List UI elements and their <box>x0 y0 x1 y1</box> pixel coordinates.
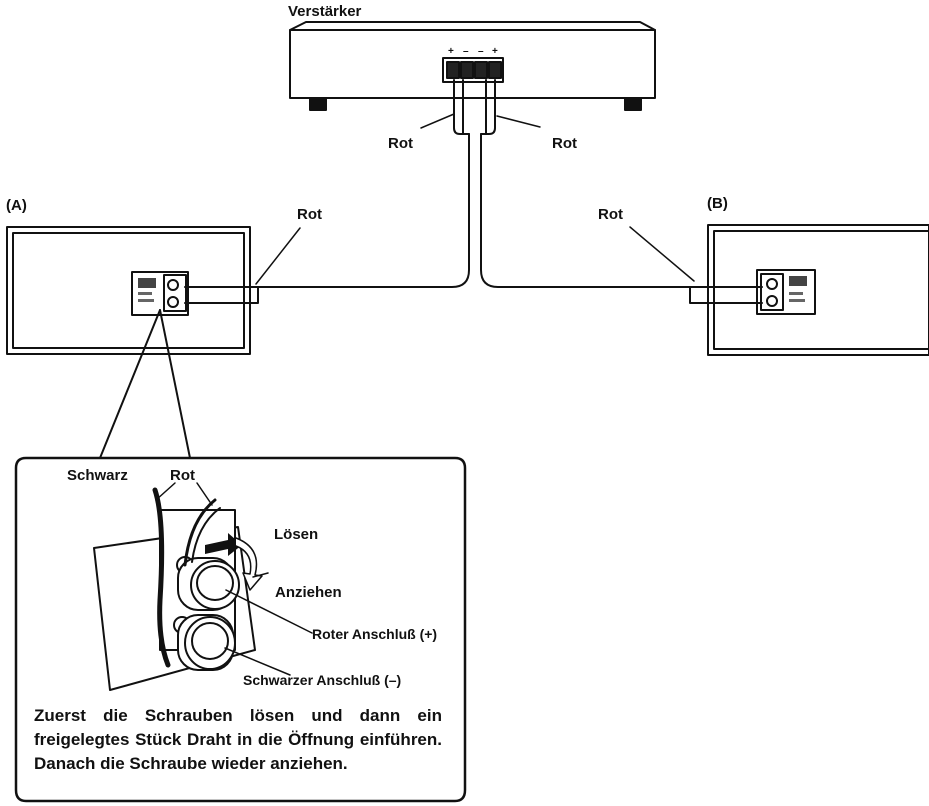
speaker-a-wires <box>184 286 259 304</box>
zoom-callout-lines <box>99 309 191 459</box>
red-wire-label-speaker-b: Rot <box>598 206 623 223</box>
amplifier-wires <box>247 79 716 288</box>
terminal-sign-2: – <box>463 46 469 57</box>
instruction-text: Zuerst die Schrauben lösen und dann ein … <box>34 706 442 773</box>
loosen-label: Lösen <box>274 526 319 543</box>
amplifier-unit <box>289 21 656 111</box>
terminal-plate-detail <box>93 509 256 691</box>
red-wire-label-detail: Rot <box>170 467 195 484</box>
black-wire-label: Schwarz <box>67 467 128 484</box>
red-wire-label-right: Rot <box>552 135 577 152</box>
terminal-sign-3: – <box>478 46 484 57</box>
speaker-a <box>6 226 251 355</box>
red-wire-label-left: Rot <box>388 135 413 152</box>
red-wire-label-speaker-a: Rot <box>297 206 322 223</box>
tighten-label: Anziehen <box>275 584 342 601</box>
amplifier-label: Verstärker <box>288 3 362 20</box>
speaker-b-label: (B) <box>707 195 728 212</box>
speaker-b <box>707 224 929 356</box>
detail-leaders <box>155 482 313 676</box>
terminal-sign-1: + <box>448 46 454 57</box>
black-terminal-label: Schwarzer Anschluß (–) <box>243 672 402 688</box>
terminal-sign-4: + <box>492 46 498 57</box>
speaker-a-label: (A) <box>6 197 27 214</box>
red-terminal-label: Roter Anschluß (+) <box>312 626 438 642</box>
speaker-b-wires <box>689 286 763 304</box>
amplifier-terminal-block <box>442 57 504 83</box>
